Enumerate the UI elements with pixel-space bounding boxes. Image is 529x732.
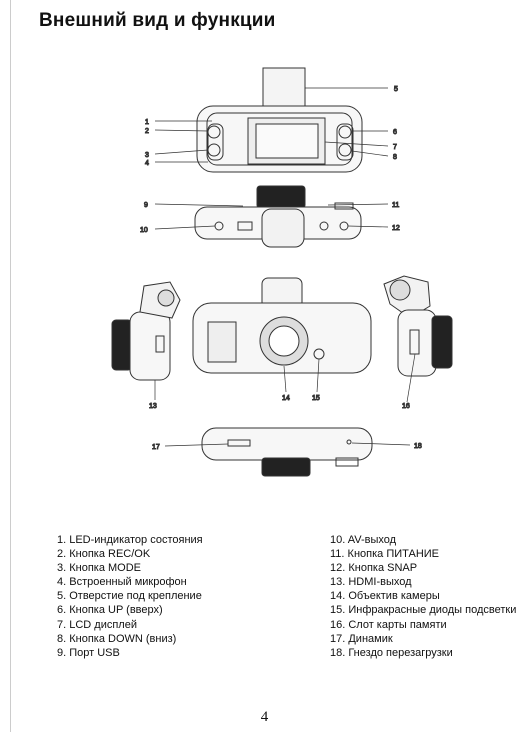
bottom-switch bbox=[335, 457, 359, 467]
legend-left-column: 1. LED-индикатор состояния 2. Кнопка REC… bbox=[57, 533, 203, 660]
callout-2: 2 bbox=[145, 128, 149, 135]
left-button-frame bbox=[207, 123, 224, 161]
lcd-screen-inner bbox=[255, 123, 319, 159]
legend-item-18: 18. Гнездо перезагрузки bbox=[330, 646, 453, 659]
mount-top bbox=[261, 208, 305, 248]
legend-item-14: 14. Объектив камеры bbox=[330, 590, 440, 603]
lens-ring-right bbox=[431, 315, 453, 369]
up-button bbox=[338, 125, 352, 139]
lens-ring-top bbox=[256, 185, 306, 209]
legend-item-9: 9. Порт USB bbox=[57, 646, 120, 659]
front-panel bbox=[207, 321, 237, 363]
back-view bbox=[196, 67, 363, 173]
legend-item-17: 17. Динамик bbox=[330, 632, 393, 645]
legend-right-column: 10. AV-выход 11. Кнопка ПИТАНИЕ 12. Кноп… bbox=[330, 533, 516, 660]
usb-port bbox=[237, 221, 253, 231]
callout-12: 12 bbox=[392, 225, 400, 232]
lens-ring-left bbox=[111, 319, 133, 371]
legend-item-7: 7. LCD дисплей bbox=[57, 618, 137, 631]
legend-item-13: 13. HDMI-выход bbox=[330, 576, 412, 589]
camera-lens-inner bbox=[268, 325, 300, 357]
right-button-frame bbox=[336, 123, 354, 161]
callout-6: 6 bbox=[393, 129, 397, 136]
legend-item-3: 3. Кнопка MODE bbox=[57, 562, 142, 575]
callout-15: 15 bbox=[312, 395, 320, 402]
page-title: Внешний вид и функции bbox=[39, 10, 276, 31]
callout-8: 8 bbox=[393, 154, 397, 161]
memory-card-slot bbox=[409, 329, 420, 355]
legend-item-11: 11. Кнопка ПИТАНИЕ bbox=[330, 548, 440, 561]
device-diagram: 1 2 3 4 5 6 7 8 9 10 11 12 13 14 15 16 1… bbox=[111, 67, 453, 477]
reset-hole bbox=[346, 439, 352, 445]
legend-item-5: 5. Отверстие под крепление bbox=[57, 590, 202, 603]
callout-10: 10 bbox=[140, 227, 148, 234]
callout-17: 17 bbox=[152, 444, 160, 451]
callout-9: 9 bbox=[144, 202, 148, 209]
bottom-view bbox=[201, 427, 373, 477]
legend-item-8: 8. Кнопка DOWN (вниз) bbox=[57, 632, 177, 645]
legend-item-4: 4. Встроенный микрофон bbox=[57, 576, 187, 589]
device-body-right bbox=[397, 309, 437, 377]
callout-13: 13 bbox=[149, 403, 157, 410]
left-side-view bbox=[111, 281, 181, 381]
right-side-view bbox=[383, 275, 453, 377]
legend-item-12: 12. Кнопка SNAP bbox=[330, 562, 418, 575]
down-button bbox=[338, 143, 352, 157]
mount-knob-left bbox=[157, 289, 175, 307]
callout-4: 4 bbox=[145, 160, 149, 167]
callout-7: 7 bbox=[393, 144, 397, 151]
leader-lines bbox=[154, 87, 416, 447]
callout-14: 14 bbox=[282, 395, 290, 402]
legend-item-6: 6. Кнопка UP (вверх) bbox=[57, 604, 163, 617]
callout-5: 5 bbox=[394, 86, 398, 93]
callout-11: 11 bbox=[392, 202, 399, 209]
back-bezel bbox=[206, 112, 353, 166]
top-view bbox=[194, 185, 362, 248]
lens-ring-bottom bbox=[261, 457, 311, 477]
legend-item-16: 16. Слот карты памяти bbox=[330, 618, 447, 631]
page-number: 4 bbox=[260, 709, 269, 725]
callout-1: 1 bbox=[145, 119, 149, 126]
front-view bbox=[192, 277, 372, 374]
mount-hole-block bbox=[262, 67, 306, 111]
legend-item-10: 10. AV-выход bbox=[330, 534, 397, 546]
callout-3: 3 bbox=[145, 152, 149, 159]
top-switch bbox=[334, 202, 354, 210]
callout-16: 16 bbox=[402, 403, 410, 410]
legend-item-15: 15. Инфракрасные диоды подсветки bbox=[330, 604, 517, 617]
legend-item-1: 1. LED-индикатор состояния bbox=[57, 534, 203, 546]
hdmi-port bbox=[155, 335, 165, 353]
speaker bbox=[227, 439, 251, 447]
power-button bbox=[319, 221, 329, 231]
page-edge-rule bbox=[10, 0, 11, 732]
callout-18: 18 bbox=[414, 443, 422, 450]
mount-knob-right bbox=[389, 279, 411, 301]
legend-item-2: 2. Кнопка REC/OK bbox=[57, 548, 151, 561]
